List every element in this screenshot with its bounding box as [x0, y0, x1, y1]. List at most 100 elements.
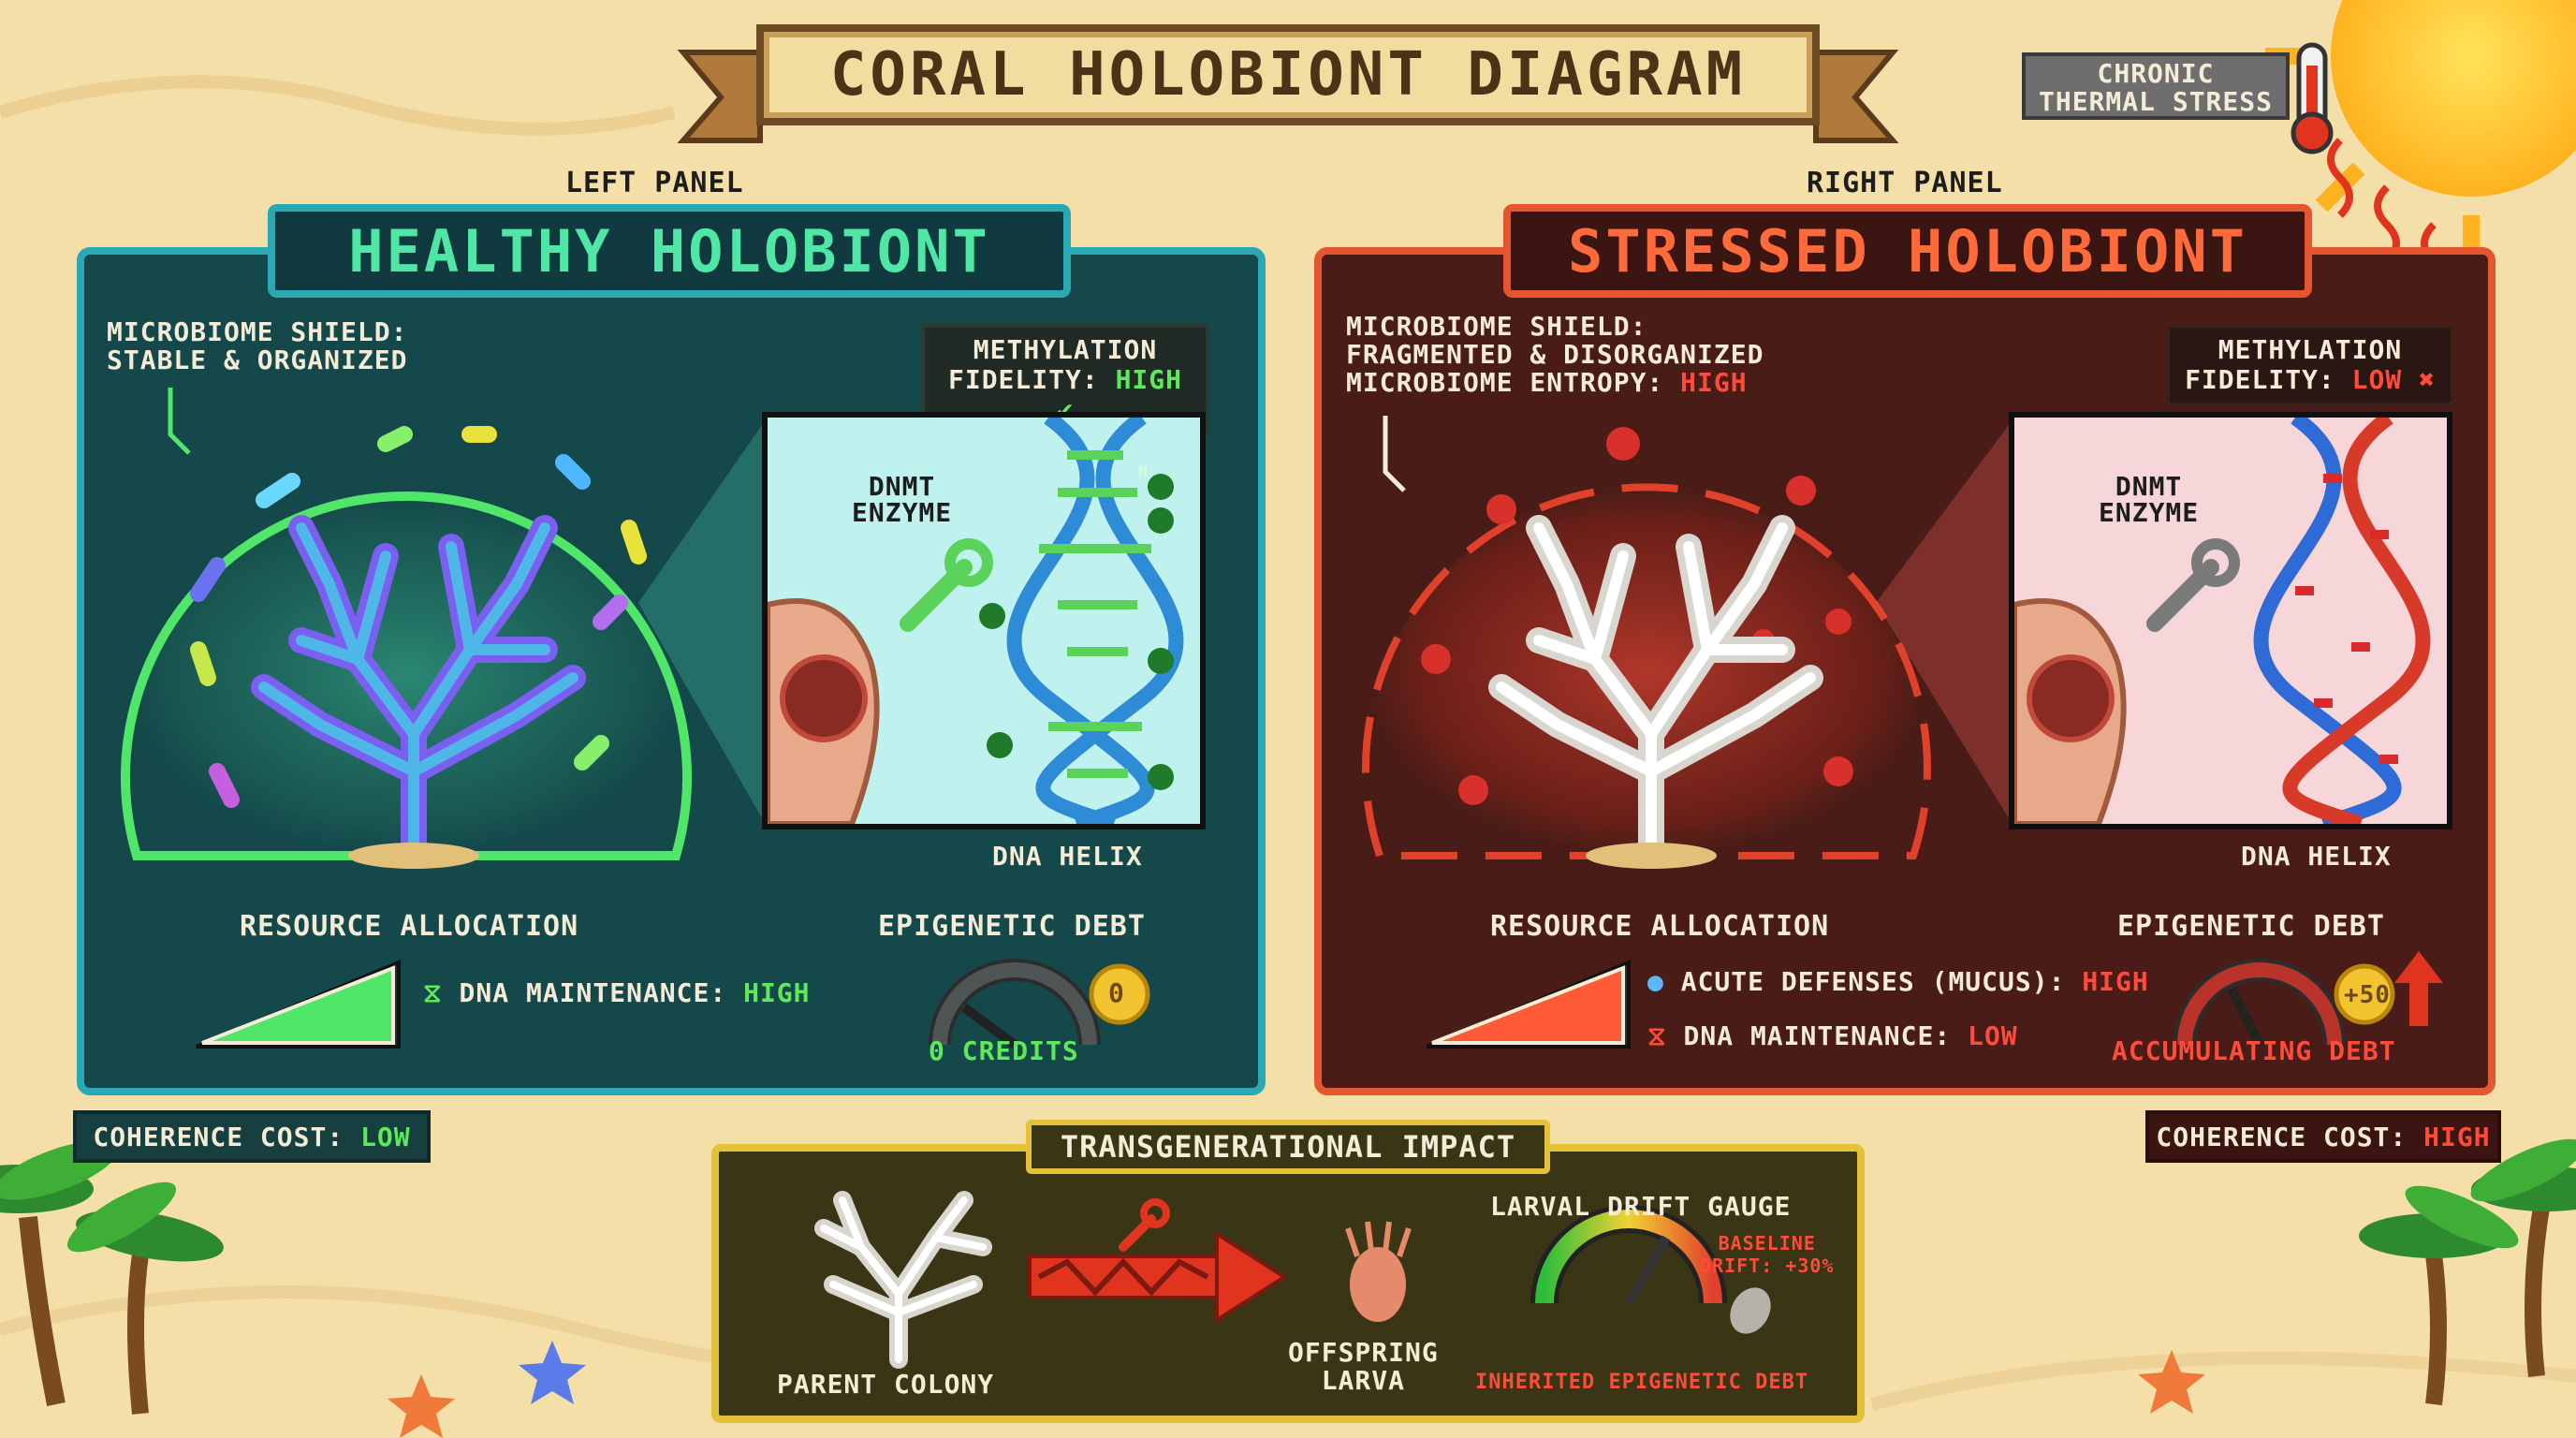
- wrench-icon: [900, 538, 993, 632]
- dnmt-line-1: DNMT: [2115, 471, 2183, 502]
- microbiome-shield: [121, 426, 692, 869]
- coherence-label: COHERENCE COST:: [2156, 1121, 2408, 1152]
- wrench-icon: [1119, 1198, 1170, 1252]
- stressed-debt-coin: +50: [2344, 981, 2391, 1009]
- dna-icon: ⧖: [1647, 1020, 1667, 1051]
- healthy-debt-title: EPIGENETIC DEBT: [878, 910, 1146, 943]
- transgenerational-title: TRANSGENERATIONAL IMPACT: [1026, 1120, 1550, 1174]
- stressed-title: STRESSED HOLOBIONT: [1503, 204, 2312, 298]
- stressed-dna-helix-label: DNA HELIX: [2241, 841, 2392, 872]
- dnmt-line-2: ENZYME: [852, 497, 953, 528]
- stressed-microbiome-label: MICROBIOME SHIELD: FRAGMENTED & DISORGAN…: [1346, 313, 1764, 397]
- page-title: CORAL HOLOBIONT DIAGRAM: [829, 40, 1747, 110]
- healthy-dna-art: [765, 411, 1184, 831]
- transgenerational-art: [814, 1191, 1771, 1369]
- healthy-dna-inset: [762, 411, 1206, 831]
- starfish-icon: [388, 1341, 2205, 1438]
- thermal-stress-badge: CHRONIC THERMAL STRESS: [2022, 52, 2290, 120]
- right-panel-caption: RIGHT PANEL: [1807, 167, 2003, 199]
- entropy-label: MICROBIOME ENTROPY:: [1346, 367, 1664, 398]
- stressed-debt-title: EPIGENETIC DEBT: [2117, 910, 2385, 943]
- fragmented-microbiome-shield: [1362, 427, 1931, 869]
- thermometer-icon: [2291, 42, 2334, 154]
- healthy-dnmt-label: DNMT ENZYME: [852, 474, 952, 526]
- stressed-debt-caption: ACCUMULATING DEBT: [2112, 1035, 2396, 1066]
- stressed-resource-title: RESOURCE ALLOCATION: [1490, 910, 1830, 943]
- healthy-resource-title: RESOURCE ALLOCATION: [240, 910, 579, 943]
- offspring-line-2: LARVA: [1321, 1365, 1405, 1396]
- cross-icon: ✖: [2419, 364, 2436, 395]
- larva-icon: [1345, 1221, 1412, 1322]
- offspring-larva-label: OFFSPRING LARVA: [1288, 1339, 1439, 1395]
- thermal-line-1: CHRONIC: [2097, 58, 2215, 89]
- coherence-value: HIGH: [2423, 1121, 2491, 1152]
- stressed-debt-gauge: [2174, 951, 2443, 1048]
- microbiome-line-2: FRAGMENTED & DISORGANIZED: [1346, 339, 1764, 370]
- left-panel-caption: LEFT PANEL: [565, 167, 744, 199]
- stressed-methylation-badge: METHYLATION FIDELITY: LOW ✖: [2166, 324, 2454, 406]
- thermal-line-2: THERMAL STRESS: [2038, 86, 2273, 117]
- stressed-resource-bar: [1426, 960, 1631, 1049]
- title-banner: CORAL HOLOBIONT DIAGRAM: [756, 24, 1820, 125]
- healthy-coral: [251, 515, 586, 859]
- microbiome-line-2: STABLE & ORGANIZED: [107, 345, 408, 375]
- healthy-resource-bar: [196, 960, 401, 1049]
- healthy-microbiome-label: MICROBIOME SHIELD: STABLE & ORGANIZED: [107, 318, 407, 374]
- methylation-label: METHYLATION: [2217, 334, 2403, 365]
- water-drop-icon: ●: [1647, 966, 1664, 997]
- microbiome-line-1: MICROBIOME SHIELD:: [1346, 311, 1647, 342]
- wrench-icon: [2146, 538, 2240, 632]
- fidelity-value: HIGH: [1115, 364, 1182, 395]
- stressed-dnmt-label: DNMT ENZYME: [2099, 474, 2199, 526]
- stressed-dna-inset: [2009, 411, 2452, 831]
- larval-drift-gauge: [1530, 1205, 1727, 1306]
- healthy-coherence-cost: COHERENCE COST: LOW: [73, 1110, 431, 1163]
- parent-colony-icon: [814, 1191, 992, 1369]
- entropy-value: HIGH: [1680, 367, 1748, 398]
- healthy-title: HEALTHY HOLOBIONT: [268, 204, 1071, 298]
- parent-colony-label: PARENT COLONY: [777, 1369, 995, 1400]
- larval-drift-title: LARVAL DRIFT GAUGE: [1490, 1191, 1792, 1222]
- acute-value: HIGH: [2082, 966, 2149, 997]
- inherited-debt-label: INHERITED EPIGENETIC DEBT: [1475, 1371, 1809, 1394]
- healthy-debt-caption: 0 CREDITS: [929, 1035, 1079, 1066]
- palm-tree-icon: [2359, 1138, 2576, 1406]
- fidelity-label: FIDELITY:: [2185, 364, 2335, 395]
- acute-label: ACUTE DEFENSES (MUCUS):: [1680, 966, 2066, 997]
- methyl-mark-icon: [979, 474, 1174, 790]
- stressed-acute-defenses: ● ACUTE DEFENSES (MUCUS): HIGH: [1647, 966, 2149, 997]
- coherence-label: COHERENCE COST:: [93, 1121, 344, 1152]
- ghost-larva-icon: [1730, 1287, 1771, 1334]
- methyl-mark-label: M: [1138, 462, 1149, 480]
- coherence-value: LOW: [360, 1121, 411, 1152]
- dna-maint-label: DNA MAINTENANCE:: [459, 977, 727, 1008]
- stressed-dna-maint: ⧖ DNA MAINTENANCE: LOW: [1647, 1020, 2018, 1052]
- healthy-debt-gauge: [929, 959, 1150, 1049]
- baseline-drift-label: BASELINE DRIFT: +30%: [1700, 1232, 1834, 1277]
- healthy-panel-art: [121, 388, 762, 869]
- healthy-dna-helix-label: DNA HELIX: [992, 841, 1143, 872]
- offspring-line-1: OFFSPRING: [1288, 1337, 1439, 1368]
- dnmt-line-2: ENZYME: [2099, 497, 2200, 528]
- stressed-panel-art: [1362, 416, 2009, 869]
- stressed-dna-art: [2012, 411, 2431, 831]
- baseline-line-2: DRIFT: +30%: [1700, 1255, 1835, 1277]
- microbiome-line-1: MICROBIOME SHIELD:: [107, 316, 408, 347]
- healthy-dna-maint: ⧖ DNA MAINTENANCE: HIGH: [423, 977, 811, 1009]
- baseline-line-1: BASELINE: [1718, 1232, 1816, 1255]
- transfer-arrow-icon: [1028, 1230, 1288, 1324]
- dnmt-line-1: DNMT: [868, 471, 936, 502]
- dna-maint-value: HIGH: [743, 977, 811, 1008]
- dna-maint-value: LOW: [1968, 1020, 2018, 1051]
- dna-icon: ⧖: [423, 977, 443, 1008]
- dna-maint-label: DNA MAINTENANCE:: [1683, 1020, 1952, 1051]
- stressed-coherence-cost: COHERENCE COST: HIGH: [2145, 1110, 2501, 1163]
- fidelity-value: LOW: [2351, 364, 2403, 395]
- fidelity-label: FIDELITY:: [947, 364, 1099, 395]
- arrow-up-icon: [2394, 951, 2443, 1026]
- bleached-coral: [1488, 515, 1823, 859]
- methylation-label: METHYLATION: [973, 334, 1158, 365]
- palm-tree-icon: [0, 1140, 224, 1415]
